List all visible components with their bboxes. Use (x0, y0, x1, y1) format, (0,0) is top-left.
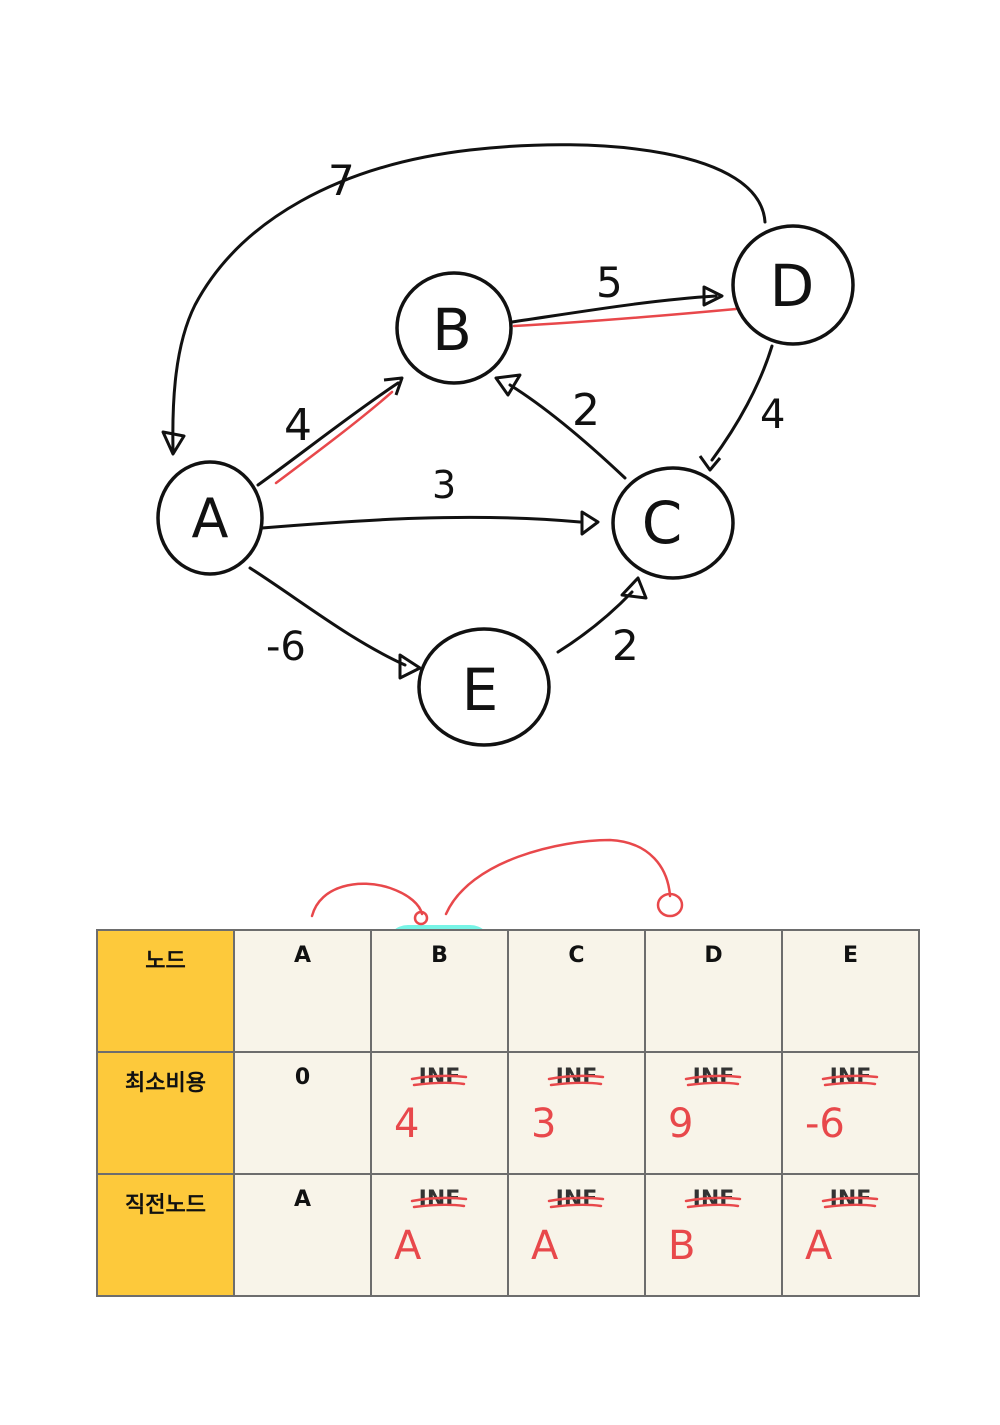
edge-c-b (508, 383, 627, 480)
column-header-cell: A (233, 929, 372, 1053)
arrowhead-d-a (161, 430, 186, 456)
handwritten-value: A (805, 1223, 833, 1269)
handwritten-value: A (394, 1223, 422, 1269)
pen-arrowhead-b (413, 910, 429, 926)
arrowhead-a-b (383, 376, 404, 396)
edge-e-c (556, 590, 634, 654)
header-label-cell: 노드 (96, 929, 235, 1053)
pen-arrowhead-d (656, 892, 684, 918)
column-header-cell: D (644, 929, 783, 1053)
cell-printed-value: A (293, 1187, 312, 1212)
row-label-cell: 최소비용 (96, 1051, 235, 1175)
node-c: C (611, 466, 735, 580)
column-header: E (842, 943, 859, 968)
node-label-d: D (770, 252, 815, 320)
column-header: C (568, 943, 585, 968)
column-header-cell: B (370, 929, 509, 1053)
edge-a-b-highlight (274, 390, 394, 485)
edge-b-d (510, 294, 718, 324)
pen-arrow-b-to-d (444, 838, 672, 916)
column-header: A (293, 943, 312, 968)
strikethrough-mark (547, 1074, 605, 1087)
row-label-cell: 직전노드 (96, 1173, 235, 1297)
row-label: 직전노드 (125, 1193, 206, 1218)
node-label-b: B (432, 296, 472, 364)
edge-d-c (710, 344, 774, 462)
column-header: B (431, 943, 448, 968)
handwritten-value: 9 (668, 1101, 694, 1147)
strikethrough-mark (821, 1196, 879, 1209)
table-cell: A (233, 1173, 372, 1297)
arrowhead-d-c (698, 455, 722, 472)
handwritten-value: 4 (394, 1101, 420, 1147)
arrowhead-a-e (398, 653, 422, 680)
node-d: D (731, 224, 855, 346)
edge-a-e (248, 566, 407, 667)
column-header: D (704, 943, 723, 968)
node-label-a: A (192, 487, 229, 550)
handwritten-value: A (531, 1223, 559, 1269)
row-label: 최소비용 (125, 1071, 206, 1096)
edge-weight-d-c: 4 (760, 392, 785, 438)
node-label-c: C (642, 489, 683, 557)
pen-arrow-a-to-b (310, 882, 424, 918)
edge-weight-a-e: -6 (266, 624, 306, 670)
edge-a-b (256, 381, 400, 487)
strikethrough-mark (821, 1074, 879, 1087)
strikethrough-mark (410, 1074, 468, 1087)
node-label-e: E (462, 656, 499, 724)
node-a: A (156, 460, 264, 576)
graph-diagram: 7 4 5 3 2 4 -6 2 A B C D E (156, 143, 855, 747)
edge-d-a (171, 143, 767, 452)
column-header-cell: C (507, 929, 646, 1053)
arrowhead-b-d (702, 285, 724, 307)
edge-weight-a-b: 4 (284, 400, 312, 451)
header-label: 노드 (145, 949, 186, 974)
edge-weight-a-c: 3 (432, 463, 456, 507)
edge-weight-e-c: 2 (612, 621, 639, 670)
cell-printed-value: 0 (294, 1065, 311, 1090)
node-b: B (395, 271, 513, 385)
node-e: E (417, 627, 551, 747)
table-cell: INF-6 (781, 1051, 920, 1175)
strikethrough-mark (410, 1196, 468, 1209)
arrowhead-e-c (620, 576, 648, 600)
strikethrough-mark (547, 1196, 605, 1209)
arrowhead-c-b (494, 373, 522, 397)
strikethrough-mark (684, 1074, 742, 1087)
handwritten-value: 3 (531, 1101, 557, 1147)
arrowhead-a-c (580, 510, 600, 536)
edge-b-d-highlight (512, 307, 738, 328)
strikethrough-mark (684, 1196, 742, 1209)
edge-weight-c-b: 2 (572, 385, 600, 436)
handwritten-value: B (668, 1223, 696, 1269)
edge-a-c (260, 515, 582, 530)
column-header-cell: E (781, 929, 920, 1053)
edge-weight-b-d: 5 (596, 258, 623, 307)
edge-weight-d-a: 7 (328, 156, 355, 205)
header-row: 노드 A B C D E (96, 929, 920, 1053)
handwritten-value: -6 (805, 1101, 845, 1147)
table-cell: 0 (233, 1051, 372, 1175)
